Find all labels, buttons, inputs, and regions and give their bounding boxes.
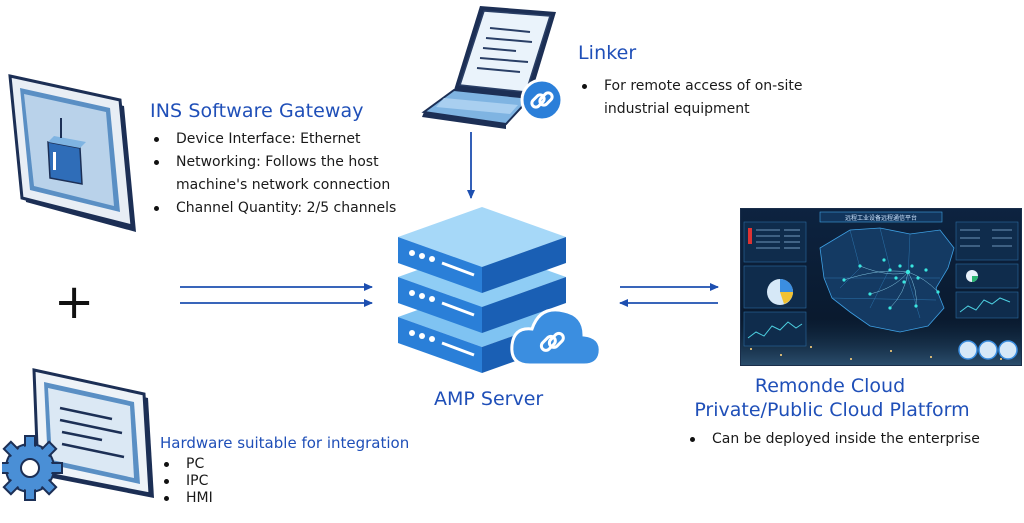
- cloud-title-line1: Remonde Cloud: [754, 375, 906, 397]
- cloud-title-line2: Private/Public Cloud Platform: [694, 399, 970, 421]
- list-item: PC: [160, 456, 280, 473]
- list-item: HMI: [160, 490, 280, 507]
- hardware-bullets: PC IPC HMI: [160, 456, 280, 507]
- hardware-panel-icon: [2, 368, 154, 501]
- plus-sign: +: [54, 274, 95, 330]
- linker-title: Linker: [578, 42, 637, 64]
- list-item: Can be deployed inside the enterprise: [686, 428, 1016, 451]
- server-stack-icon: [398, 207, 602, 373]
- list-item: IPC: [160, 473, 280, 490]
- list-item: Device Interface: Ethernet: [150, 128, 440, 151]
- list-item: Channel Quantity: 2/5 channels: [150, 197, 440, 220]
- industrial-panel-icon: [8, 74, 136, 232]
- linker-bullets: For remote access of on-site industrial …: [578, 75, 838, 121]
- hardware-title: Hardware suitable for integration: [160, 434, 410, 452]
- gateway-bullets: Device Interface: Ethernet Networking: F…: [150, 128, 440, 220]
- list-item: For remote access of on-site industrial …: [578, 75, 838, 121]
- cloud-bullets: Can be deployed inside the enterprise: [686, 428, 1016, 451]
- list-item: Networking: Follows the host machine's n…: [150, 151, 440, 197]
- dashboard-title: 远程工业设备远程通信平台: [845, 214, 917, 222]
- cloud-dashboard-screenshot: 远程工业设备远程通信平台: [740, 208, 1022, 366]
- laptop-icon: [421, 6, 564, 129]
- server-label: AMP Server: [434, 388, 544, 410]
- gateway-title: INS Software Gateway: [150, 100, 364, 122]
- cloud-link-icon: [510, 308, 602, 367]
